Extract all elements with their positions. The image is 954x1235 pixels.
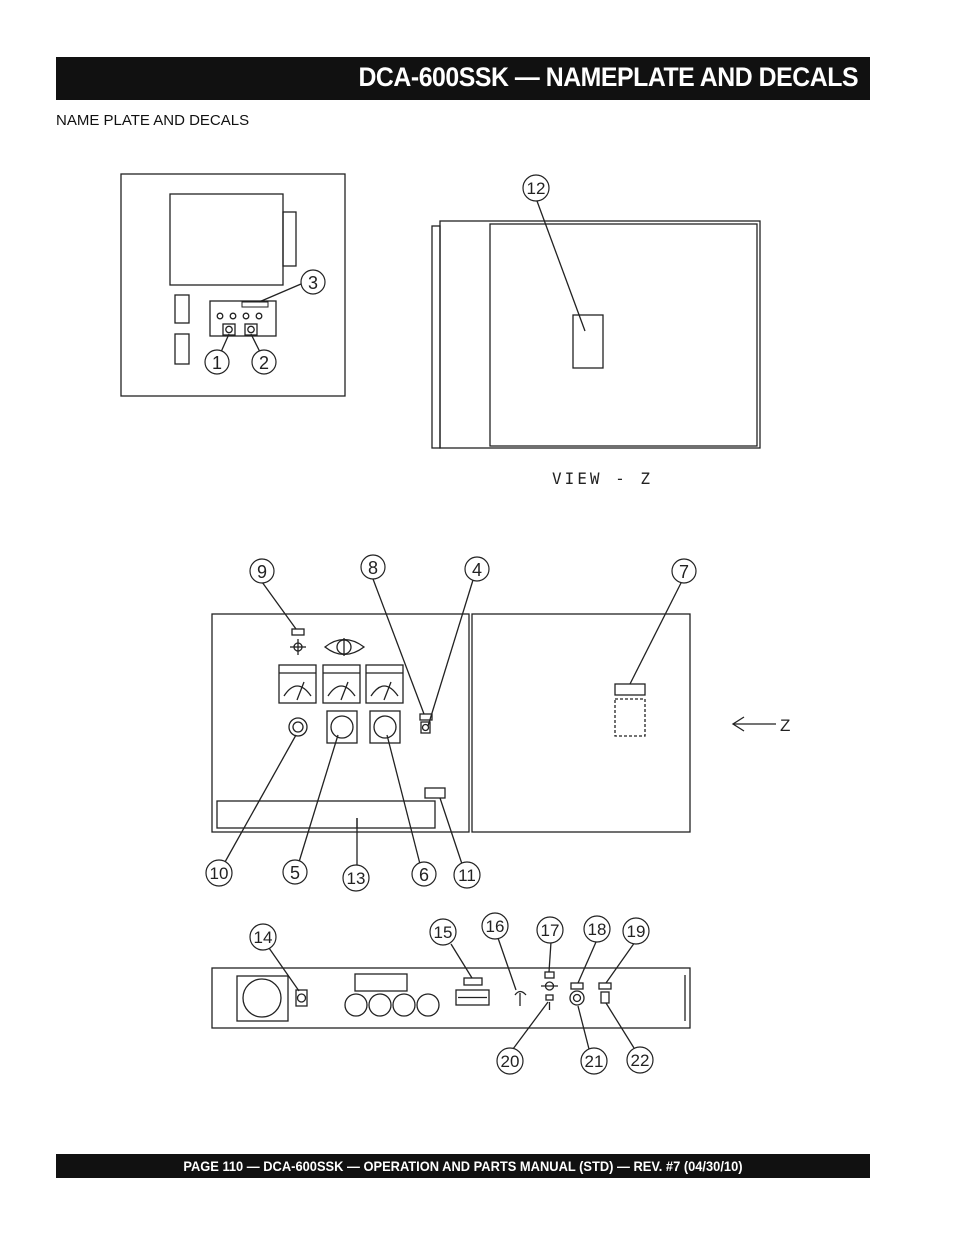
callout-11: 11 (453, 861, 481, 889)
svg-text:1: 1 (212, 353, 222, 373)
page-footer: PAGE 110 — DCA-600SSK — OPERATION AND PA… (56, 1154, 870, 1178)
svg-text:9: 9 (257, 562, 267, 582)
svg-text:14: 14 (254, 928, 273, 947)
svg-text:8: 8 (368, 558, 378, 578)
callout-17: 17 (536, 916, 564, 944)
callout-3: 3 (300, 269, 326, 295)
svg-text:20: 20 (501, 1052, 520, 1071)
front-panel-view (211, 578, 691, 866)
view-z-panel (431, 200, 761, 449)
callout-7: 7 (671, 558, 697, 584)
svg-text:17: 17 (541, 921, 560, 940)
svg-text:6: 6 (419, 865, 429, 885)
svg-text:16: 16 (486, 917, 505, 936)
view-z-label: VIEW - Z (552, 469, 653, 488)
callout-2: 2 (251, 349, 277, 375)
svg-text:4: 4 (472, 560, 482, 580)
lower-panel-view (211, 937, 691, 1050)
svg-text:22: 22 (631, 1051, 650, 1070)
callout-4: 4 (464, 556, 490, 582)
callout-6: 6 (411, 861, 437, 887)
svg-text:12: 12 (527, 179, 546, 198)
section-subtitle: NAME PLATE AND DECALS (56, 112, 250, 129)
control-box-view (120, 173, 346, 397)
svg-text:15: 15 (434, 923, 453, 942)
meter-2-icon (322, 664, 361, 704)
svg-text:10: 10 (210, 864, 229, 883)
callout-22: 22 (626, 1046, 654, 1074)
z-arrow-label: Z (780, 716, 790, 735)
callout-12: 12 (522, 174, 550, 202)
callout-1: 1 (204, 349, 230, 375)
page-title: DCA-600SSK — NAMEPLATE AND DECALS (358, 62, 858, 92)
meter-1-icon (278, 664, 317, 704)
svg-text:13: 13 (347, 869, 366, 888)
callout-9: 9 (249, 558, 275, 584)
footer-text: PAGE 110 — DCA-600SSK — OPERATION AND PA… (183, 1158, 743, 1174)
svg-text:5: 5 (290, 863, 300, 883)
page-header: DCA-600SSK — NAMEPLATE AND DECALS (56, 57, 870, 100)
callout-15: 15 (429, 918, 457, 946)
meter-3-icon (365, 664, 404, 704)
callout-8: 8 (360, 554, 386, 580)
z-arrow-icon (731, 716, 776, 732)
svg-text:11: 11 (458, 866, 476, 885)
callout-19: 19 (622, 917, 650, 945)
svg-text:3: 3 (308, 273, 318, 293)
callout-13: 13 (342, 864, 370, 892)
callout-10: 10 (205, 859, 233, 887)
svg-text:18: 18 (588, 920, 607, 939)
callout-14: 14 (249, 923, 277, 951)
svg-text:2: 2 (259, 353, 269, 373)
callout-20: 20 (496, 1047, 524, 1075)
svg-text:7: 7 (679, 562, 689, 582)
callout-18: 18 (583, 915, 611, 943)
svg-text:19: 19 (627, 922, 646, 941)
callout-5: 5 (282, 859, 308, 885)
callout-16: 16 (481, 912, 509, 940)
svg-text:21: 21 (585, 1052, 604, 1071)
callout-21: 21 (580, 1047, 608, 1075)
